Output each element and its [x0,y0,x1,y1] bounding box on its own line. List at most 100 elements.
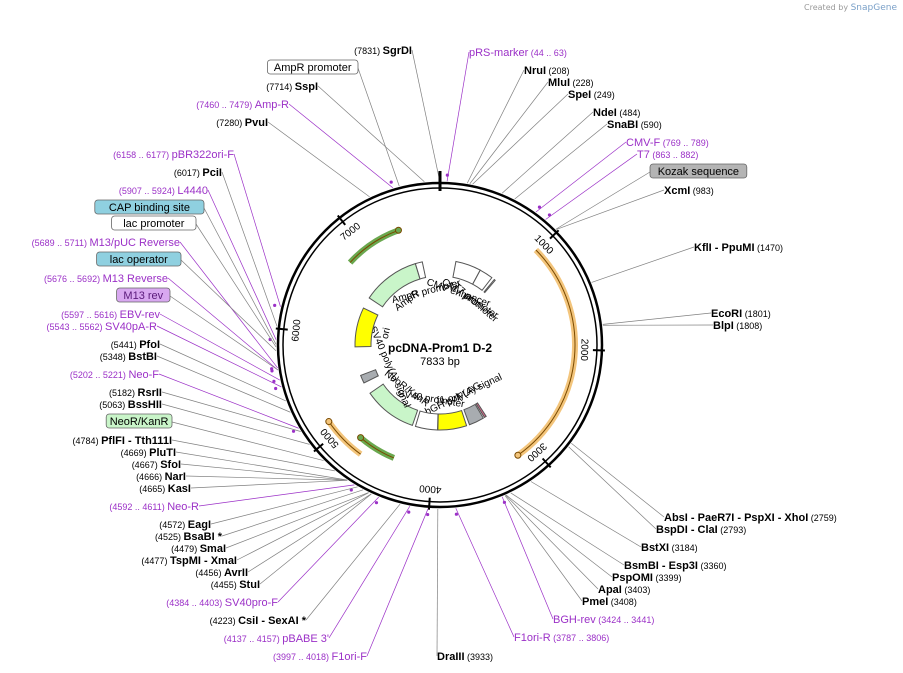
site-label[interactable]: (4455) StuI [211,579,260,591]
site-label[interactable]: MluI (228) [548,77,594,89]
site-label[interactable]: (5202 .. 5221) Neo-F [70,369,159,381]
site-label[interactable]: (5543 .. 5562) SV40pA-R [46,321,157,333]
primer-marker [426,512,430,517]
site-label[interactable]: NruI (208) [524,65,570,77]
site-label[interactable]: (4592 .. 4611) Neo-R [109,501,199,513]
site-label[interactable]: T7 (863 .. 882) [637,149,698,161]
leader-line [472,93,569,185]
site-label[interactable]: (5441) PfoI [111,339,160,351]
site-label[interactable]: (4666) NarI [136,471,186,483]
site-label[interactable]: (7280) PvuI [216,117,268,129]
primer-marker [291,429,296,433]
tick-mark [275,327,288,331]
tick-mark [313,442,324,453]
label-text: T7 (863 .. 882) [637,149,698,161]
leader-line [602,312,712,325]
label-text: (4223) CsiI - SexAI * [210,615,307,627]
label-text: (5689 .. 5711) M13/pUC Reverse [32,237,180,249]
site-label[interactable]: (4137 .. 4157) pBABE 3' [224,633,329,645]
site-label[interactable]: (4525) BsaBI * [155,531,223,543]
site-label[interactable]: (6017) PciI [174,167,222,179]
primer-marker [537,205,542,209]
leader-line [556,189,665,230]
site-label[interactable]: PspOMI (3399) [612,572,681,584]
site-label[interactable]: CMV-F (769 .. 789) [626,137,709,149]
site-label[interactable]: (5063) BssHII [99,399,162,411]
label-text: (5676 .. 5692) M13 Reverse [44,273,168,285]
site-label[interactable]: AbsI - PaeR7I - PspXI - XhoI (2759) [664,512,837,524]
label-text: (5202 .. 5221) Neo-F [70,369,159,381]
primer-marker [274,386,278,391]
site-label[interactable]: (4572) EagI [159,519,211,531]
leader-line [505,495,599,590]
site-label[interactable]: ApaI (3403) [598,584,650,596]
site-label[interactable]: pRS-marker (44 .. 63) [469,47,567,59]
site-label[interactable]: (6158 .. 6177) pBR322ori-F [113,149,234,161]
site-label[interactable]: lac promoter [111,215,197,231]
label-text: DraIII (3933) [437,651,493,663]
site-label[interactable]: BlpI (1808) [713,320,762,332]
site-label[interactable]: (5907 .. 5924) L4440 [119,185,208,197]
label-text: (4665) KasI [139,483,191,495]
leader-line [446,51,470,182]
site-label[interactable]: (4456) AvrII [195,567,248,579]
label-text: EcoRI (1801) [711,308,771,320]
site-label[interactable]: (4384 .. 4403) SV40pro-F [166,597,278,609]
site-label[interactable]: M13 rev [116,287,171,303]
site-label[interactable]: (7831) SgrDI [354,45,412,57]
leader-line [469,81,549,184]
leader-line [156,325,282,388]
site-label[interactable]: BGH-rev (3424 .. 3441) [553,614,654,626]
site-label[interactable]: NdeI (484) [593,107,640,119]
site-label[interactable]: AmpR promoter [266,59,359,75]
label-text: (4667) SfoI [132,459,181,471]
site-label[interactable]: (4479) SmaI [171,543,226,555]
site-label[interactable]: DraIII (3933) [437,651,493,663]
site-label[interactable]: (4669) PluTI [121,447,176,459]
site-label[interactable]: CAP binding site [94,199,205,215]
tick-label: 6000 [290,319,303,343]
tick-label: 2000 [578,339,590,362]
leader-line [195,223,277,348]
site-label[interactable]: Kozak sequence [649,163,748,179]
site-label[interactable]: (5348) BstBI [100,351,157,363]
site-label[interactable]: (4223) CsiI - SexAI * [210,615,307,627]
primer-marker [445,173,449,177]
site-label[interactable]: (5182) RsrII [109,387,162,399]
site-label[interactable]: (7460 .. 7479) Amp-R [196,99,289,111]
leader-line [159,343,286,402]
leader-lines [156,49,714,657]
label-text: (4455) StuI [211,579,260,591]
site-label[interactable]: BspDI - ClaI (2793) [656,524,746,536]
leader-line [180,463,348,481]
site-label[interactable]: F1ori-R (3787 .. 3806) [514,632,609,644]
site-label[interactable]: (5676 .. 5692) M13 Reverse [44,273,168,285]
site-label[interactable]: (4784) PflFI - Tth111I [73,435,172,447]
site-label[interactable]: BstXI (3184) [641,542,698,554]
site-label[interactable]: EcoRI (1801) [711,308,771,320]
site-label[interactable]: KflI - PpuMI (1470) [694,242,783,254]
leader-line [221,171,278,327]
site-label[interactable]: PmeI (3408) [582,596,637,608]
site-label[interactable]: (3997 .. 4018) F1ori-F [273,651,367,663]
site-label[interactable]: XcmI (983) [664,185,714,197]
label-text: (4572) EagI [159,519,211,531]
site-label[interactable]: NeoR/KanR [105,413,173,429]
site-label[interactable]: (5597 .. 5616) EBV-rev [61,309,160,321]
leader-line [179,241,278,369]
site-label[interactable]: (7714) SspI [266,81,318,93]
site-label[interactable]: (4477) TspMI - XmaI [141,555,237,567]
site-label[interactable]: SnaBI (590) [607,119,662,131]
site-label[interactable]: BsmBI - Esp3I (3360) [624,560,727,572]
label-text: (4479) SmaI [171,543,226,555]
site-label[interactable]: (4665) KasI [139,483,191,495]
site-label[interactable]: (5689 .. 5711) M13/pUC Reverse [32,237,180,249]
leader-line [571,442,665,518]
outer-feature-line [349,229,399,263]
feature-label: ori [380,327,393,340]
site-label[interactable]: lac operator [96,251,182,267]
leader-line [545,153,638,220]
site-label[interactable]: (4667) SfoI [132,459,181,471]
outer-feature-arc [516,247,578,458]
site-label[interactable]: SpeI (249) [568,89,615,101]
